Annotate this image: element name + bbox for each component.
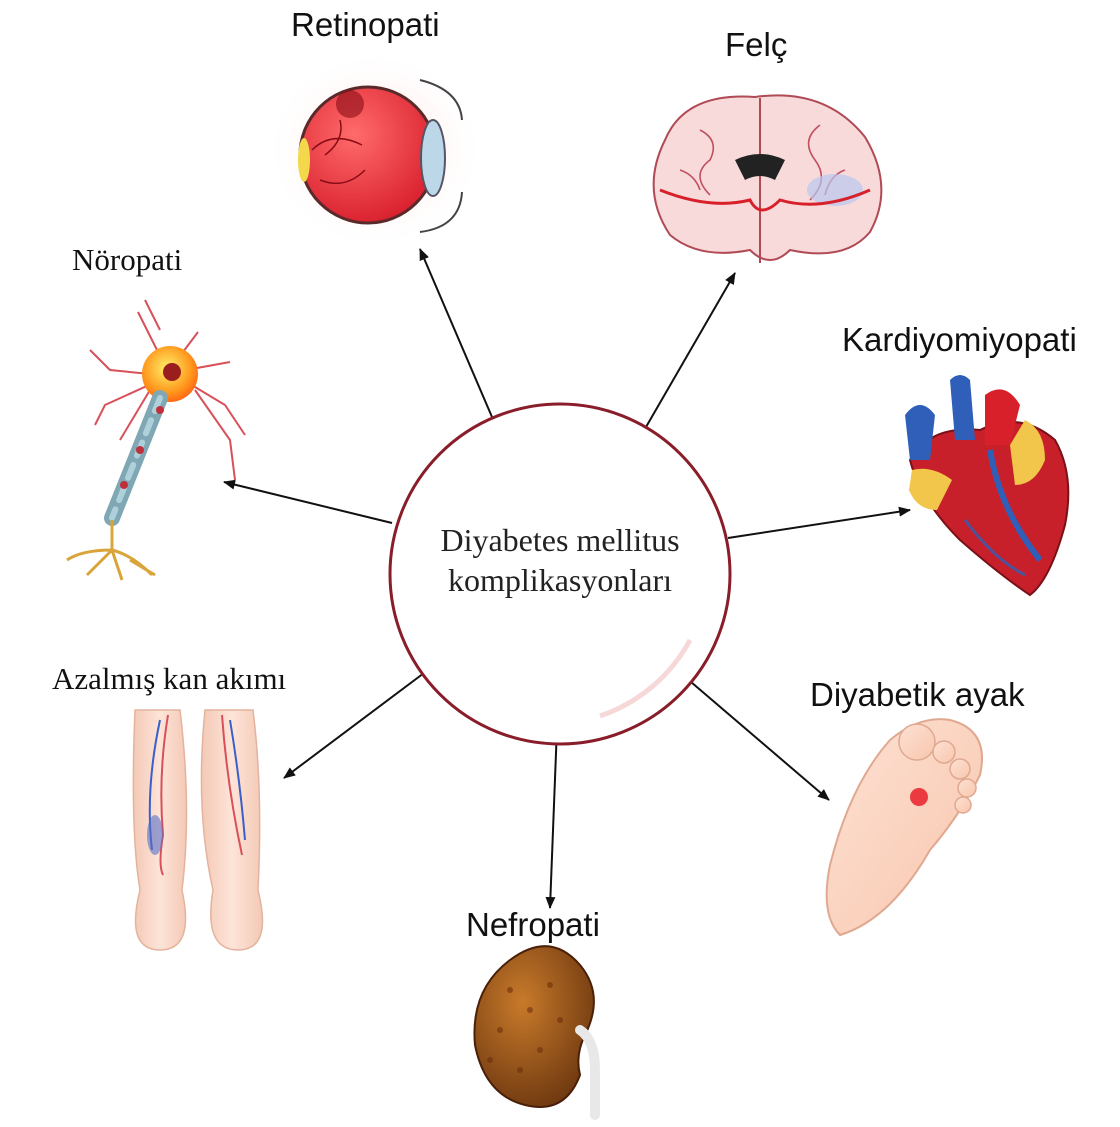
arrow-to-stroke [646, 273, 735, 427]
label-retinopathy: Retinopati [291, 8, 440, 41]
heart-illustration [905, 375, 1068, 595]
arrow-to-reduced-blood-flow [284, 670, 428, 778]
legs-illustration [133, 710, 262, 950]
foot-illustration [827, 719, 982, 935]
arrow-to-cardiomyopathy [728, 510, 910, 538]
arrow-to-nephropathy [550, 727, 557, 908]
center-title: Diyabetes mellitus komplikasyonları [390, 520, 730, 600]
center-title-line1: Diyabetes mellitus [390, 520, 730, 560]
brain-illustration [654, 95, 882, 263]
label-nephropathy: Nefropati [466, 908, 600, 941]
label-neuropathy: Nöropati [72, 244, 182, 275]
label-stroke: Felç [725, 28, 787, 61]
arrow-to-neuropathy [224, 482, 392, 523]
center-title-line2: komplikasyonları [390, 560, 730, 600]
neuron-illustration [67, 300, 245, 580]
eye-illustration [265, 50, 485, 250]
label-reduced-blood-flow: Azalmış kan akımı [52, 663, 286, 694]
label-diabetic-foot: Diyabetik ayak [810, 678, 1025, 711]
kidney-illustration [474, 946, 595, 1115]
arrow-to-retinopathy [420, 249, 492, 417]
label-cardiomyopathy: Kardiyomiyopati [842, 323, 1077, 356]
arrow-to-diabetic-foot [684, 676, 829, 800]
